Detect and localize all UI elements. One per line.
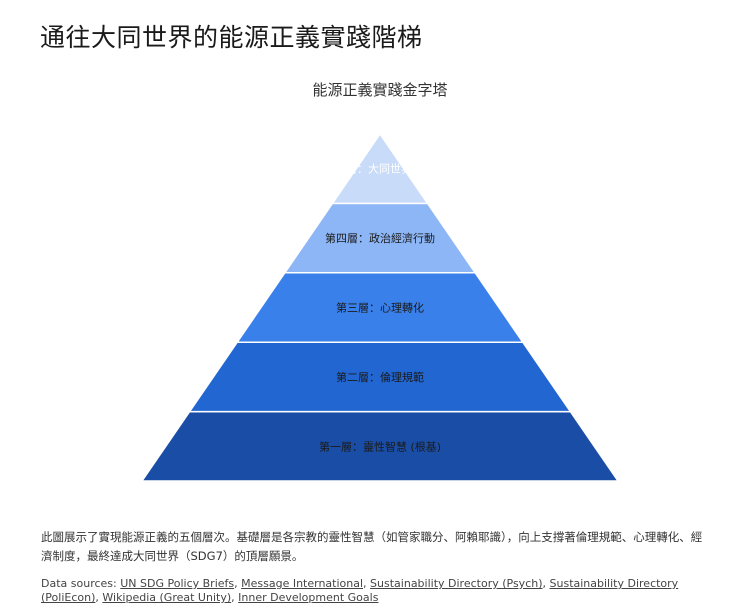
sources-prefix: Data sources: [41, 577, 117, 590]
source-link-sustainability-poliecon[interactable]: Sustainability Directory (PoliEcon) [41, 577, 679, 604]
pyramid-label-1: 第一層：靈性智慧 (根基) [319, 439, 441, 453]
pyramid-label-2: 第二層：倫理規範 [336, 370, 424, 384]
data-sources: Data sources: UN SDG Policy Briefs, Mess… [41, 577, 679, 604]
pyramid-level-5: (第五層：大同世界 (The [320, 132, 441, 205]
pyramid-label-3: 第三層：心理轉化 [336, 301, 424, 315]
pyramid-level-4: 第四層：政治經濟行動 [283, 202, 477, 274]
pyramid-label-5: (第五層：大同世界 (The [320, 162, 441, 176]
source-link-message-international[interactable]: Message International [241, 577, 364, 590]
source-link-wikipedia-great-unity[interactable]: Wikipedia (Great Unity) [102, 591, 232, 604]
chart-description: 此圖展示了實現能源正義的五個層次。基礎層是各宗教的靈性智慧（如管家職分、阿賴耶識… [41, 530, 703, 563]
pyramid-level-1: 第一層：靈性智慧 (根基) [140, 410, 620, 482]
page-title: 通往大同世界的能源正義實踐階梯 [40, 23, 423, 52]
pyramid-segment-5 [330, 132, 430, 205]
pyramid-level-3: 第三層：心理轉化 [235, 272, 525, 343]
source-link-sustainability-psych[interactable]: Sustainability Directory (Psych) [370, 577, 543, 590]
source-link-un-sdg[interactable]: UN SDG Policy Briefs [120, 577, 235, 590]
pyramid-level-2: 第二層：倫理規範 [188, 341, 572, 413]
chart-title: 能源正義實踐金字塔 [312, 81, 448, 99]
source-link-inner-development-goals[interactable]: Inner Development Goals [238, 591, 379, 604]
pyramid-label-4: 第四層：政治經濟行動 [325, 231, 435, 245]
